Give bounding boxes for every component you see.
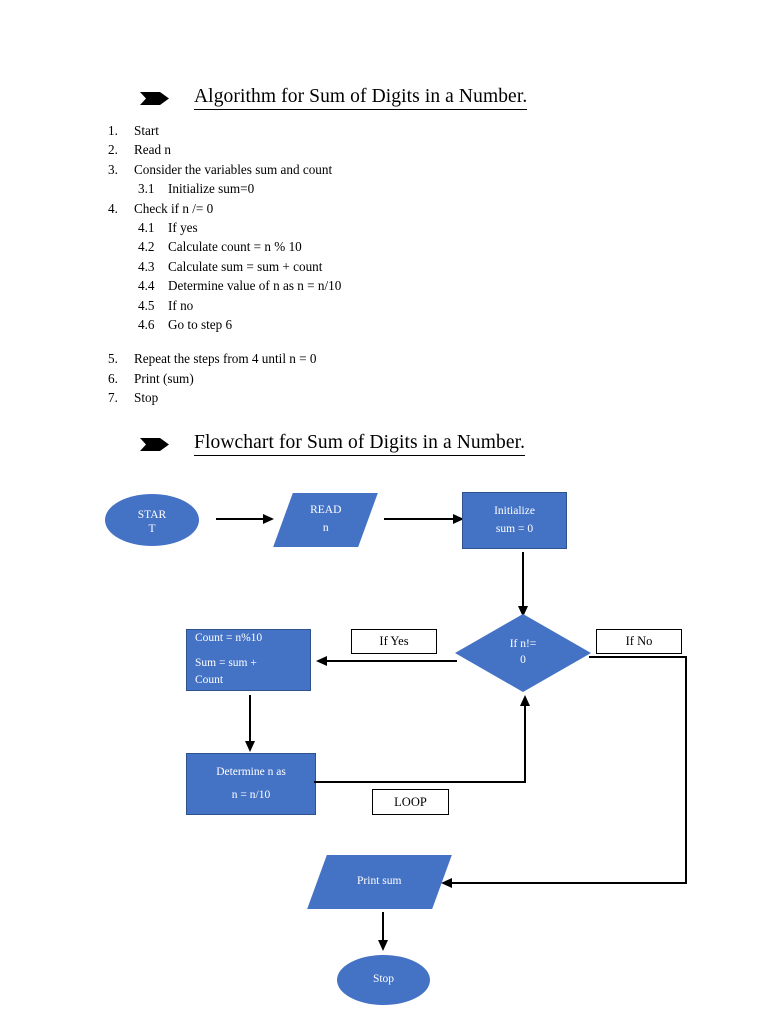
connector-loop-vertical	[524, 706, 526, 782]
arrowhead-compute-to-determine	[244, 741, 255, 752]
step-text: Calculate count = n % 10	[168, 239, 302, 255]
flowchart-node-determine: Determine n as n = n/10	[186, 753, 316, 815]
list-item: 4.3 Calculate sum = sum + count	[138, 260, 628, 277]
step-number: 4.4	[138, 278, 155, 294]
node-read-line2: n	[322, 522, 329, 534]
step-text: Print (sum)	[134, 370, 194, 386]
list-item: 7. Stop	[108, 391, 628, 408]
step-number: 3.	[108, 161, 118, 177]
step-number: 4.1	[138, 219, 155, 235]
step-text: Determine value of n as n = n/10	[168, 278, 342, 294]
connector-ifno-vertical	[685, 656, 687, 884]
algorithm-steps-list: 1. Start 2. Read n 3. Consider the variable…	[108, 124, 628, 410]
list-item: 4.1 If yes	[138, 221, 628, 238]
label-if-yes: If Yes	[351, 629, 437, 654]
step-text: Read n	[134, 142, 171, 158]
node-print-line1: Print sum	[357, 875, 402, 888]
node-compute-line3: Count	[195, 674, 224, 687]
list-item: 4.2 Calculate count = n % 10	[138, 240, 628, 257]
step-text: Calculate sum = sum + count	[168, 258, 323, 274]
step-number: 4.2	[138, 239, 155, 255]
node-start-line1: STAR	[137, 509, 167, 522]
arrowhead-read-to-initialize	[453, 513, 464, 524]
flowchart-node-stop: Stop	[337, 955, 430, 1005]
connector-ifno-top	[589, 656, 687, 658]
step-number: 6.	[108, 370, 118, 386]
list-item: 2. Read n	[108, 143, 628, 160]
arrowhead-start-to-read	[263, 513, 274, 524]
arrowhead-loop-to-decision	[519, 695, 530, 706]
step-number: 4.6	[138, 316, 155, 332]
node-compute-line1: Count = n%10	[195, 631, 263, 644]
connector-initialize-to-decision	[522, 552, 524, 610]
step-text: Initialize sum=0	[168, 181, 255, 197]
step-number: 7.	[108, 390, 118, 406]
flowchart-node-compute: Count = n%10 Sum = sum + Count	[186, 629, 311, 691]
list-item: 3. Consider the variables sum and count	[108, 163, 628, 180]
arrowhead-print-to-stop	[377, 940, 388, 951]
node-determine-line1: Determine n as	[216, 765, 286, 778]
connector-read-to-initialize	[384, 518, 456, 520]
banner-arrow-bullet-icon	[140, 437, 170, 452]
step-number: 4.3	[138, 258, 155, 274]
list-item: 4.6 Go to step 6	[138, 318, 628, 335]
node-print-inner: Print sum	[357, 873, 401, 891]
list-item: 6. Print (sum)	[108, 370, 628, 389]
algorithm-heading-text: Algorithm for Sum of Digits in a Number.	[194, 86, 528, 110]
step-text: If yes	[168, 219, 198, 235]
connector-print-to-stop	[382, 912, 384, 944]
step-text: Stop	[134, 390, 159, 406]
flowchart-heading-text: Flowchart for Sum of Digits in a Number.	[194, 432, 526, 456]
step-number: 4.5	[138, 297, 155, 313]
step-text: Check if n /= 0	[134, 200, 214, 216]
list-item: 1. Start	[108, 124, 628, 141]
algorithm-heading: Algorithm for Sum of Digits in a Number.	[140, 86, 528, 110]
node-determine-line2: n = n/10	[231, 788, 271, 801]
step-number: 2.	[108, 142, 118, 158]
node-initialize-line2: sum = 0	[495, 522, 534, 535]
banner-arrow-bullet-icon	[140, 91, 170, 106]
step-text: Start	[134, 123, 159, 138]
step-text: Repeat the steps from 4 until n = 0	[134, 351, 317, 367]
node-read-inner: READ n	[310, 502, 341, 538]
flowchart-node-decision: If n!= 0	[455, 614, 591, 692]
node-stop-line1: Stop	[372, 973, 395, 986]
list-item: 4.4 Determine value of n as n = n/10	[138, 279, 628, 296]
node-initialize-line1: Initialize	[494, 504, 535, 517]
list-item: 5. Repeat the steps from 4 until n = 0	[108, 352, 628, 369]
step-number: 4.	[108, 200, 118, 216]
step-text: If no	[168, 297, 194, 313]
node-start-line2: T	[148, 523, 156, 533]
node-decision-inner: If n!= 0	[510, 637, 537, 668]
flowchart-node-start: STAR T	[105, 494, 199, 546]
connector-loop-horizontal	[314, 781, 526, 783]
step-text: Go to step 6	[168, 316, 233, 332]
list-item: 4. Check if n /= 0	[108, 200, 628, 219]
label-if-no: If No	[596, 629, 682, 654]
node-decision-line2: 0	[520, 654, 526, 666]
connector-compute-to-determine	[249, 695, 251, 745]
node-read-line1: READ	[309, 504, 342, 517]
node-compute-line2: Sum = sum +	[195, 656, 257, 669]
step-number: 5.	[108, 351, 118, 367]
connector-decision-to-compute	[327, 660, 457, 662]
node-decision-line1: If n!=	[509, 638, 537, 651]
step-number: 1.	[108, 123, 118, 138]
flowchart-node-initialize: Initialize sum = 0	[462, 492, 567, 549]
flowchart-node-read: READ n	[273, 493, 378, 547]
list-item: 4.5 If no	[138, 297, 628, 316]
list-item: 3.1 Initialize sum=0	[138, 182, 628, 199]
step-number: 3.1	[138, 181, 155, 197]
arrowhead-initialize-to-decision	[517, 606, 528, 617]
decision-diamond-shape: If n!= 0	[455, 614, 591, 692]
label-loop: LOOP	[372, 789, 449, 815]
flowchart-node-print: Print sum	[307, 855, 452, 909]
step-text: Consider the variables sum and count	[134, 161, 333, 177]
connector-start-to-read	[216, 518, 266, 520]
connector-ifno-bottom	[452, 882, 687, 884]
flowchart-heading: Flowchart for Sum of Digits in a Number.	[140, 432, 526, 456]
arrowhead-decision-to-compute	[316, 655, 327, 666]
arrowhead-ifno-to-print	[441, 877, 452, 888]
